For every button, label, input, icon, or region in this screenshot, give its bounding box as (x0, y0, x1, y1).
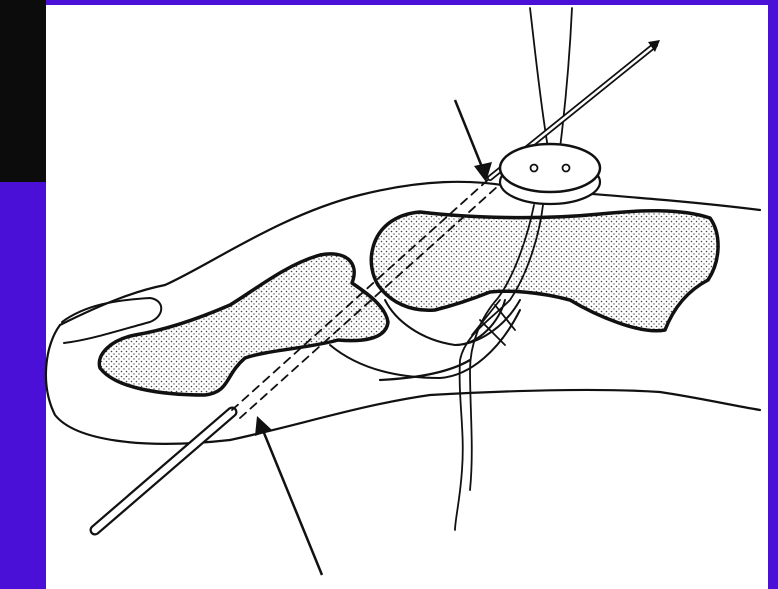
button-icon (500, 144, 600, 204)
upper-arrow-icon (455, 100, 492, 182)
middle-phalanx-icon (371, 211, 718, 331)
lower-arrow-icon (255, 416, 322, 575)
